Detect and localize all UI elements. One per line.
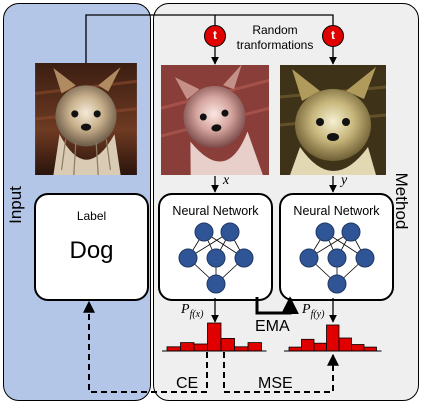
mse-loss-label: MSE	[258, 375, 293, 392]
input-to-transform-line	[85, 14, 334, 63]
label-caption: Label	[76, 209, 107, 223]
neural-network-y-diagram	[299, 222, 375, 294]
output-distribution-y-label: Pf(y)	[302, 302, 324, 320]
output-histogram-x	[162, 322, 267, 352]
histogram-y-bar-6	[351, 344, 365, 352]
histogram-y-bar-5	[338, 337, 352, 352]
histogram-y-bar-3	[313, 342, 327, 352]
dog-photo-view-y	[280, 65, 386, 175]
label-box: Label Dog	[34, 193, 149, 301]
histogram-y-bar-1	[288, 346, 302, 352]
dog-photo-view-x	[161, 65, 269, 175]
histogram-x-bar-6	[234, 346, 249, 352]
histogram-y-bar-4	[326, 324, 340, 352]
random-transform-node-y: t	[322, 25, 344, 47]
ce-loss-label: CE	[176, 375, 199, 392]
output-distribution-x-label: Pf(x)	[181, 302, 203, 320]
view-x-label: x	[223, 173, 230, 188]
histogram-x-bar-7	[247, 342, 262, 352]
random-transformations-label: Random tranformations	[236, 23, 314, 52]
histogram-y-bar-7	[363, 346, 377, 352]
ema-label: EMA	[255, 318, 290, 335]
output-histogram-y	[284, 324, 382, 352]
neural-network-x-diagram	[178, 222, 254, 294]
prob-x-subscript: f(x)	[189, 308, 204, 320]
neural-network-x: Neural Network	[158, 193, 273, 301]
dog-photo-original	[35, 63, 137, 175]
mse-dashed-path-x	[223, 352, 339, 393]
view-y-label: y	[341, 173, 348, 188]
random-transform-node-x: t	[204, 25, 226, 47]
prob-y-subscript: f(y)	[310, 308, 325, 320]
histogram-x-bar-3	[193, 343, 208, 352]
prob-x-symbol: P	[181, 302, 190, 317]
ema-link	[255, 296, 299, 315]
histogram-x-bar-2	[180, 342, 195, 352]
histogram-y-bar-2	[301, 338, 315, 352]
histogram-x-bar-4	[207, 322, 222, 352]
prob-y-symbol: P	[302, 302, 311, 317]
neural-network-x-title: Neural Network	[172, 204, 259, 218]
ce-dashed-path	[83, 300, 208, 393]
neural-network-y: Neural Network	[279, 193, 394, 301]
histogram-x-bar-1	[166, 346, 181, 352]
histogram-x-bar-5	[220, 337, 235, 352]
label-value: Dog	[69, 237, 114, 264]
neural-network-y-title: Neural Network	[293, 204, 380, 218]
